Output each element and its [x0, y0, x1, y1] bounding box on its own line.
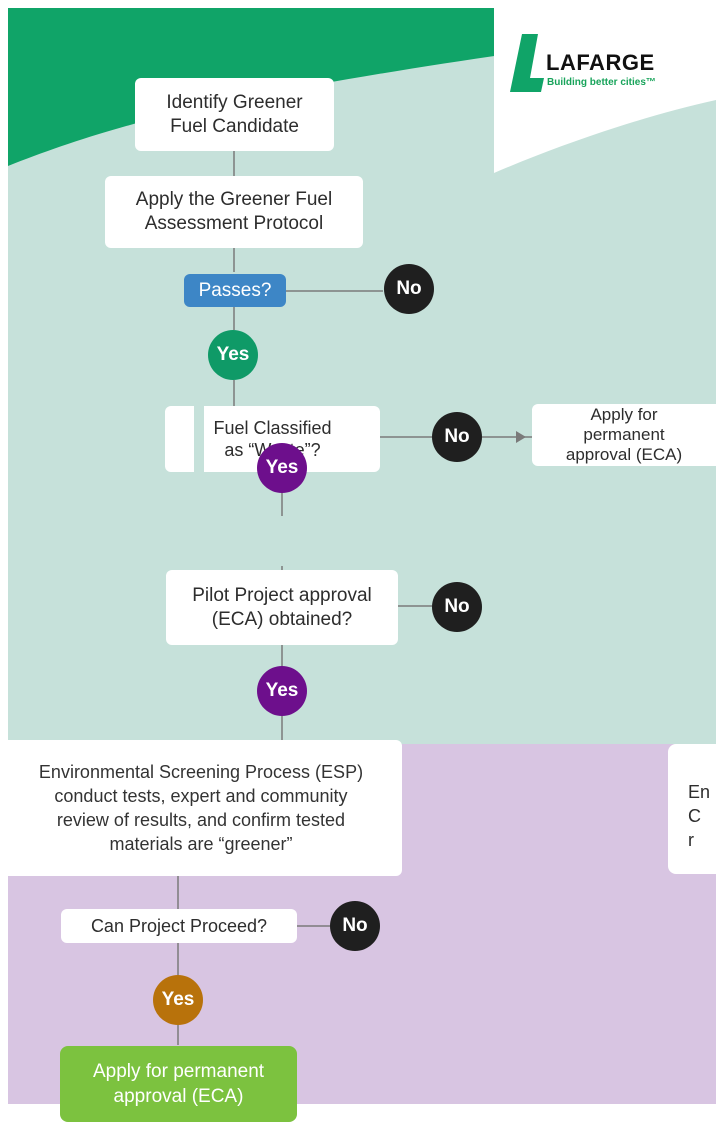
yes-badge: Yes [257, 666, 307, 716]
no-badge: No [432, 412, 482, 462]
no-badge: No [384, 264, 434, 314]
yes-badge: Yes [153, 975, 203, 1025]
logo-panel [494, 8, 716, 173]
lafarge-l-mark-icon [510, 34, 544, 92]
esp-right-box-text: En C r [688, 782, 711, 850]
no-badge: No [330, 901, 380, 951]
logo-wordmark: LAFARGE [546, 50, 655, 75]
esp-right-box-partial: En C r [668, 744, 716, 874]
box-edge-gap [194, 404, 204, 474]
apply-permanent-approval-box-right: Apply for permanent approval (ECA) [532, 404, 716, 466]
no-badge: No [432, 582, 482, 632]
pilot-approval-decision: Pilot Project approval (ECA) obtained? [166, 570, 398, 645]
apply-permanent-approval-final: Apply for permanent approval (ECA) [60, 1046, 297, 1122]
passes-decision: Passes? [184, 274, 286, 307]
esp-process-box: Environmental Screening Process (ESP) co… [0, 740, 402, 876]
identify-candidate-box: Identify Greener Fuel Candidate [135, 78, 334, 151]
apply-protocol-box: Apply the Greener Fuel Assessment Protoc… [105, 176, 363, 248]
yes-badge: Yes [257, 443, 307, 493]
can-proceed-decision: Can Project Proceed? [61, 909, 297, 943]
logo-tagline: Building better cities™ [547, 77, 656, 88]
yes-badge: Yes [208, 330, 258, 380]
